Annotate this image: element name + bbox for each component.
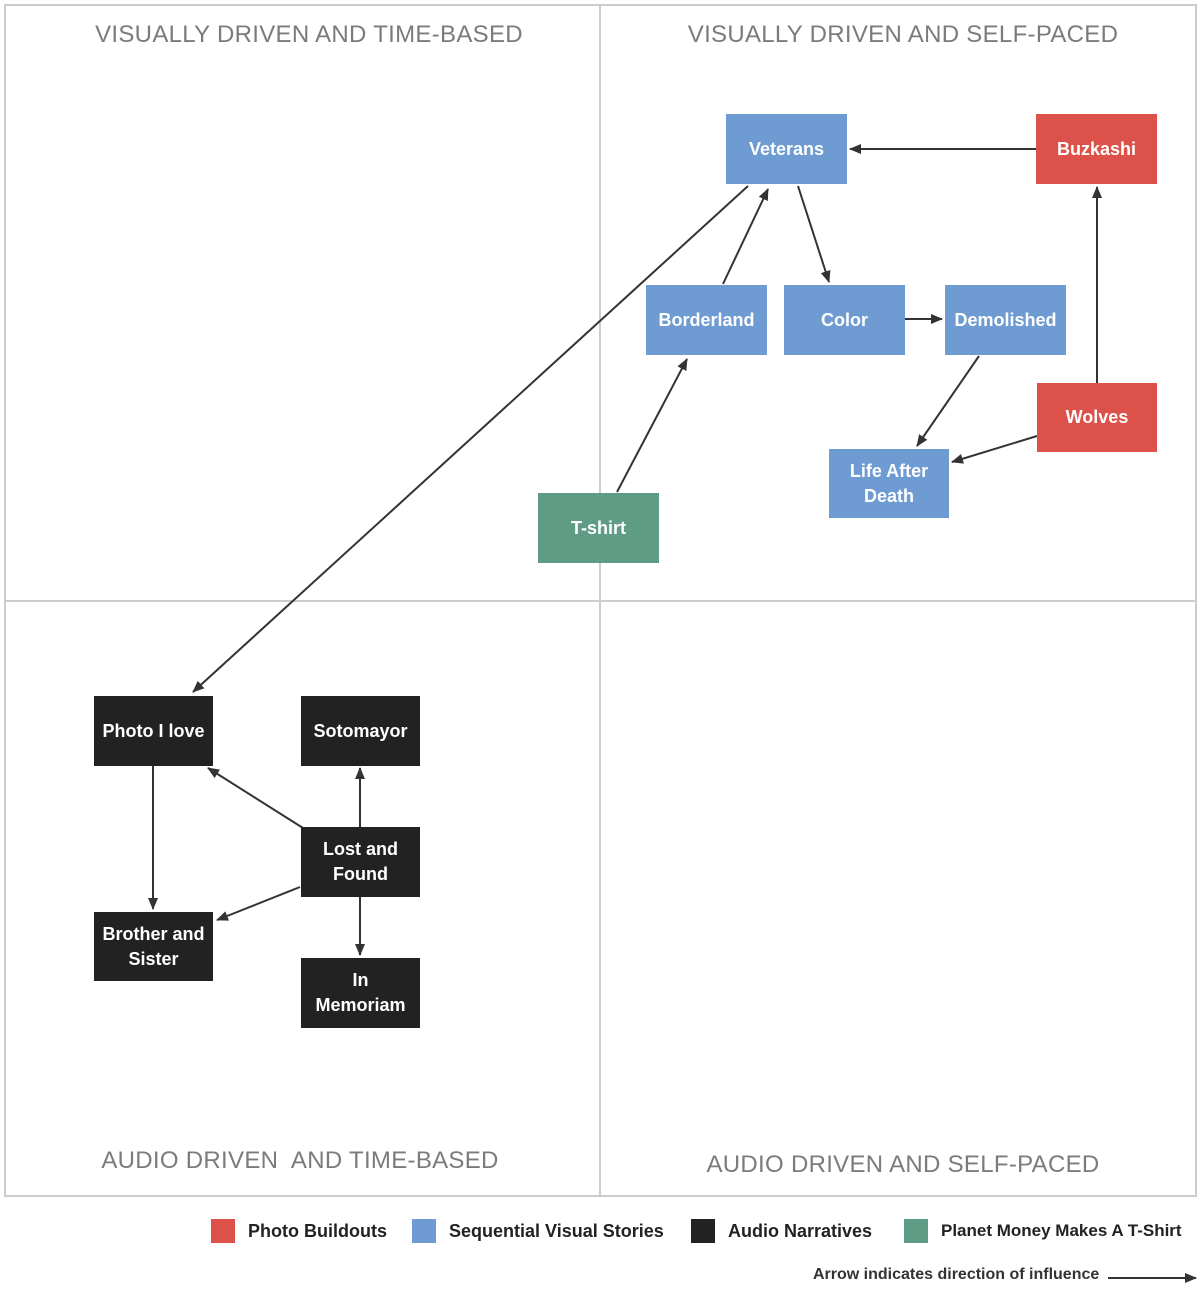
node-borderland: Borderland <box>646 285 767 355</box>
node-buzkashi: Buzkashi <box>1036 114 1157 184</box>
quadrant-title-top-left: VISUALLY DRIVEN AND TIME-BASED <box>95 21 523 48</box>
legend-item-planet-money-tshirt: Planet Money Makes A T-Shirt <box>904 1217 1182 1245</box>
arrow-veterans-to-color <box>797 185 831 283</box>
node-sotomayor: Sotomayor <box>301 696 420 766</box>
node-color: Color <box>784 285 905 355</box>
node-demolished: Demolished <box>945 285 1066 355</box>
legend-swatch-audio-narratives <box>691 1219 715 1243</box>
legend-swatch-sequential-visual-stories <box>412 1219 436 1243</box>
node-lost-and-found: Lost and Found <box>301 827 420 897</box>
legend-swatch-planet-money-tshirt <box>904 1219 928 1243</box>
node-in-memoriam: In Memoriam <box>301 958 420 1028</box>
arrow-lost-and-found-to-photo-i-love <box>207 767 304 829</box>
legend-label-sequential-visual-stories: Sequential Visual Stories <box>449 1220 664 1241</box>
node-life-after-death: Life After Death <box>829 449 949 518</box>
arrow-borderland-to-veterans <box>722 188 769 285</box>
legend-item-sequential-visual-stories: Sequential Visual Stories <box>412 1217 664 1245</box>
node-photo-i-love: Photo I love <box>94 696 213 766</box>
node-wolves: Wolves <box>1037 383 1157 452</box>
quadrant-title-top-right: VISUALLY DRIVEN AND SELF-PACED <box>687 21 1119 48</box>
node-veterans: Veterans <box>726 114 847 184</box>
quadrant-title-bottom-right: AUDIO DRIVEN AND SELF-PACED <box>706 1151 1100 1178</box>
legend-label-audio-narratives: Audio Narratives <box>728 1220 873 1241</box>
arrow-tshirt-to-borderland <box>616 358 688 493</box>
arrow-veterans-to-photo-i-love <box>192 185 749 693</box>
legend-label-photo-buildouts: Photo Buildouts <box>248 1220 387 1241</box>
node-t-shirt: T-shirt <box>538 493 659 563</box>
legend-arrow-note: Arrow indicates direction of influence <box>813 1266 1100 1283</box>
node-brother-and-sister: Brother and Sister <box>94 912 213 981</box>
legend-label-planet-money-tshirt: Planet Money Makes A T-Shirt <box>941 1221 1182 1240</box>
quadrant-title-bottom-left: AUDIO DRIVEN AND TIME-BASED <box>101 1147 499 1174</box>
legend-item-audio-narratives: Audio Narratives <box>691 1217 872 1245</box>
arrow-wolves-to-life-after-death <box>951 435 1038 464</box>
horizontal-divider <box>4 600 1197 602</box>
arrow-lost-and-found-to-brother-and-sister <box>216 886 301 921</box>
arrow-demolished-to-life-after-death <box>916 355 980 447</box>
legend-item-photo-buildouts: Photo Buildouts <box>211 1217 387 1245</box>
legend-swatch-photo-buildouts <box>211 1219 235 1243</box>
